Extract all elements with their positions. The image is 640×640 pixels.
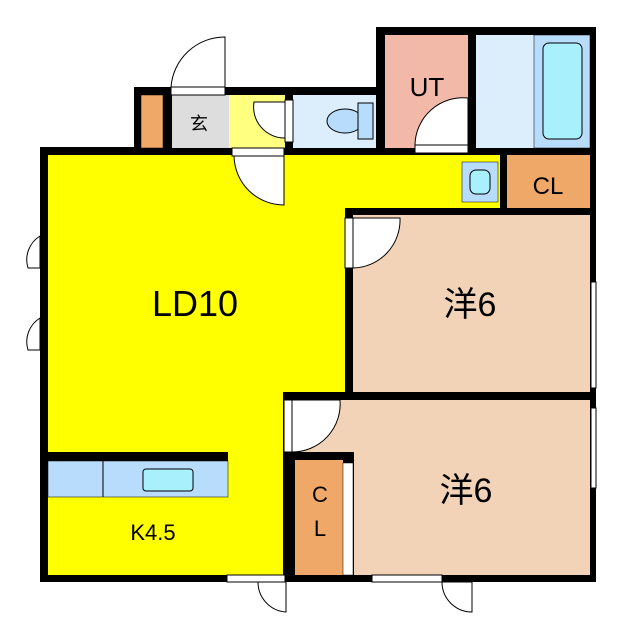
closet2-label-l: L [314,516,326,541]
ut-door[interactable] [414,97,469,146]
ut-label: UT [410,72,445,102]
washbasin-bowl [469,169,491,195]
entrance-area [172,95,229,148]
bedroom2-door[interactable] [291,399,341,453]
bathtub-basin [542,42,583,140]
toilet-door-opening [284,99,294,143]
bedroom1-label: 洋6 [444,286,497,324]
closet1-label: CL [533,173,564,200]
entrance-door[interactable] [170,36,226,88]
closet-bottom [295,460,343,575]
kitchen-door-opening [226,574,286,583]
bedroom1-window [590,281,597,389]
kitchen-counter [47,460,229,498]
closet-top-right [507,155,590,208]
bedroom2-label: 洋6 [440,472,493,510]
ut-door-opening [414,144,469,154]
sink-icon [142,468,194,492]
left-window-2 [26,317,41,351]
shoe-shelf [140,94,164,149]
bedroom2-window [371,574,443,583]
toilet-tank-icon [357,102,374,140]
ld-label: LD10 [152,283,238,324]
bedroom1-door-opening [344,217,354,269]
bedroom2-door-opening [283,399,293,453]
kitchen-counter-wall [48,452,228,461]
bedroom2-exterior-door[interactable] [441,581,473,613]
entrance-label: 玄 [190,114,208,134]
ld-door[interactable] [233,155,285,206]
ld-door-opening [231,147,285,157]
bedroom1-door[interactable] [352,217,401,269]
kitchen-label: K4.5 [130,520,175,545]
closet2-label-c: C [312,482,328,507]
bedroom2-side-window [590,407,597,489]
left-window-1 [26,235,41,269]
closet-door [342,462,354,576]
entrance-door-opening [170,86,226,96]
toilet-door[interactable] [253,101,286,139]
kitchen-exterior-door[interactable] [257,581,287,613]
